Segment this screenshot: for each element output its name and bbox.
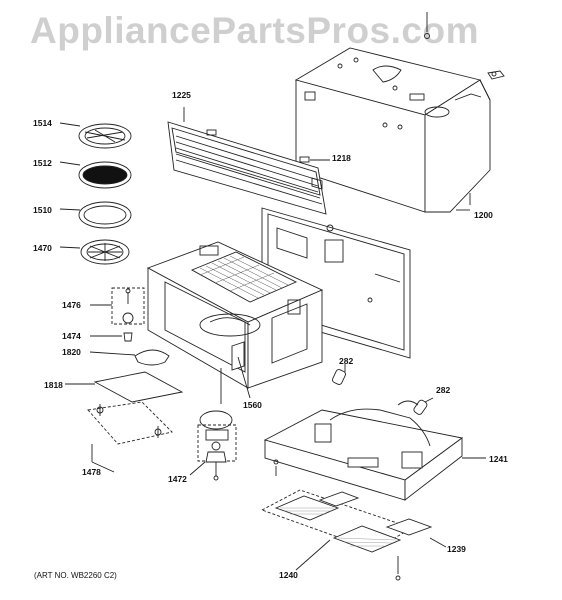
part-group-1478 xyxy=(87,401,173,462)
label-1470: 1470 xyxy=(33,243,52,253)
label-1472: 1472 xyxy=(168,474,187,484)
label-1474: 1474 xyxy=(62,331,81,341)
grease-filters xyxy=(59,122,132,265)
watermark-logo: AppliancePartsPros.com xyxy=(30,10,479,51)
label-1476: 1476 xyxy=(62,300,81,310)
part-282 xyxy=(332,364,434,415)
oven-cavity xyxy=(146,241,324,399)
label-1200: 1200 xyxy=(474,210,493,220)
label-1514: 1514 xyxy=(33,118,52,128)
art-number: (ART NO. WB2260 C2) xyxy=(34,571,117,580)
label-282-a: 282 xyxy=(339,356,354,366)
filter-pads-1240 xyxy=(260,489,447,581)
motor-assembly-1472 xyxy=(189,368,237,481)
label-1560: 1560 xyxy=(243,400,262,410)
waveguide-cover-1818 xyxy=(65,371,184,403)
part-1820 xyxy=(89,349,170,366)
label-1239: 1239 xyxy=(447,544,466,554)
label-1225: 1225 xyxy=(172,90,191,100)
label-1820: 1820 xyxy=(62,347,81,357)
vent-grille-1225 xyxy=(167,107,327,215)
stirrer-assembly-1476 xyxy=(90,287,145,342)
label-1240: 1240 xyxy=(279,570,298,580)
label-1818: 1818 xyxy=(44,380,63,390)
label-282-b: 282 xyxy=(436,385,451,395)
outer-case-1200 xyxy=(294,12,505,213)
base-plate-1241 xyxy=(263,400,486,501)
label-1510: 1510 xyxy=(33,205,52,215)
label-1512: 1512 xyxy=(33,158,52,168)
label-1218: 1218 xyxy=(332,153,351,163)
label-1478: 1478 xyxy=(82,467,101,477)
label-1241: 1241 xyxy=(489,454,508,464)
